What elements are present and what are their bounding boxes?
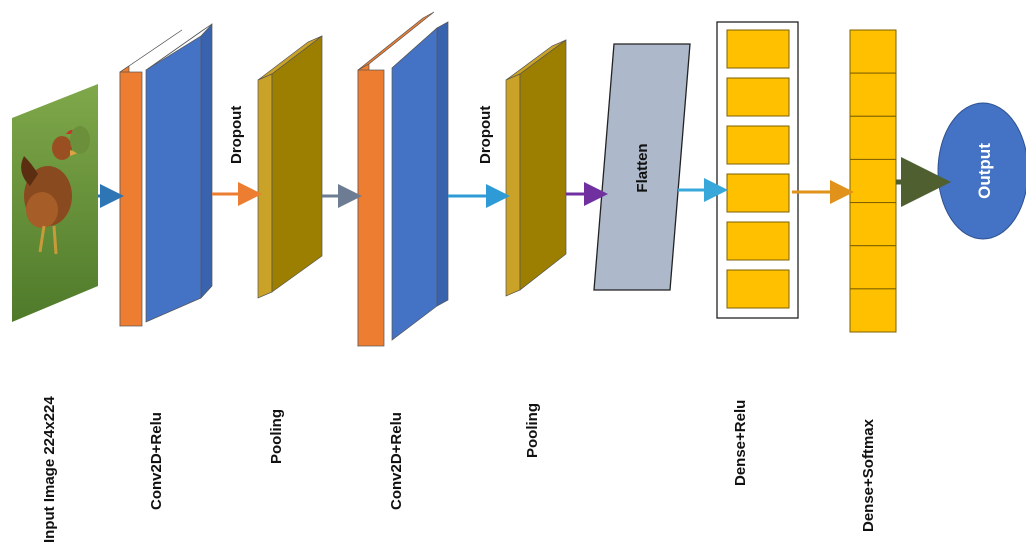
dense-relu-cell [726, 221, 790, 261]
dense-softmax-cell [849, 202, 897, 247]
dense-relu-cell [726, 269, 790, 309]
dropout-label-2: Dropout [477, 106, 494, 164]
pooling-block-1 [257, 35, 323, 299]
label-pool1: Pooling [268, 409, 285, 464]
label-conv2: Conv2D+Relu [388, 412, 405, 510]
label-pool2: Pooling [524, 403, 541, 458]
dropout-label-1: Dropout [228, 106, 245, 164]
dense-relu-cell [726, 173, 790, 213]
flatten-block [593, 43, 691, 291]
dense-softmax-cell [849, 29, 897, 74]
conv2d-relu-block-1 [119, 23, 213, 327]
dense-softmax-cell [849, 72, 897, 117]
pooling-block-2 [505, 39, 567, 297]
output-label: Output [975, 143, 994, 199]
dense-softmax-cell [849, 115, 897, 160]
label-dense1: Dense+Relu [732, 400, 749, 486]
dense-relu-cell [726, 29, 790, 69]
input-image [12, 84, 98, 322]
label-input-image: Input Image 224x224 [41, 396, 58, 543]
dense-relu-cell [726, 77, 790, 117]
dense-softmax-cell [849, 158, 897, 204]
dense-softmax-cell [849, 288, 897, 333]
conv2d-relu-block-2 [357, 11, 449, 347]
label-conv1: Conv2D+Relu [148, 412, 165, 510]
dense-softmax-cell [849, 245, 897, 290]
dense-relu-block [716, 21, 799, 319]
label-dense2: Dense+Softmax [860, 418, 877, 532]
dense-softmax-block [849, 29, 897, 333]
dense-relu-cell [726, 125, 790, 165]
flatten-label: Flatten [634, 143, 651, 192]
